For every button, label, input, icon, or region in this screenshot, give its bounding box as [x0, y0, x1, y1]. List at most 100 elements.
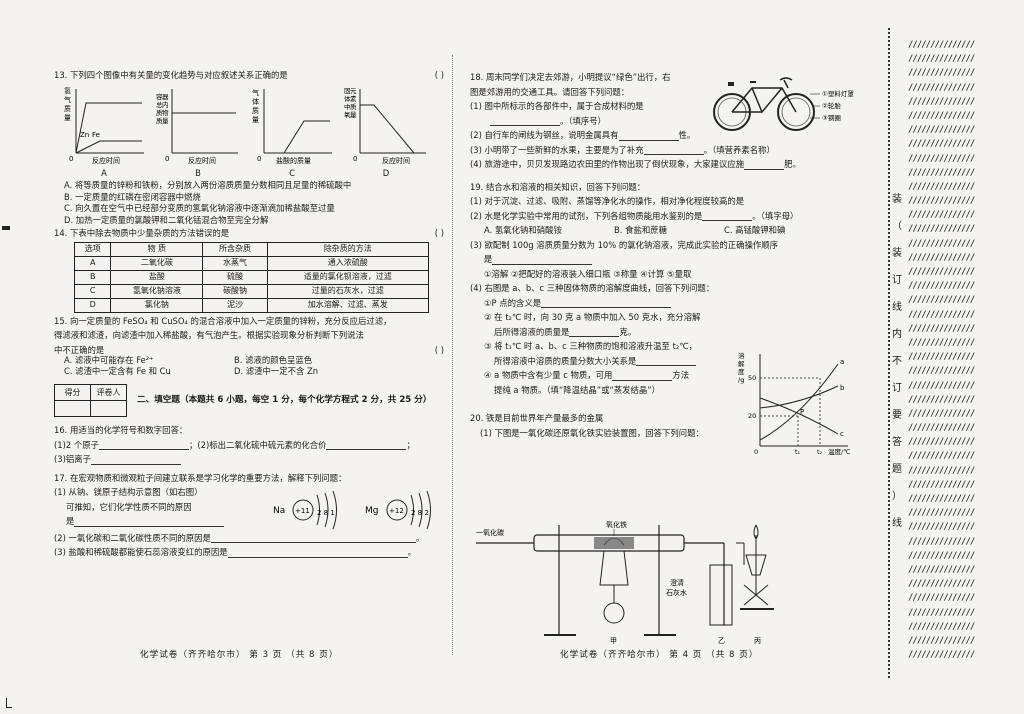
q17-s1: (1) 从钠、镁原子结构示意图（如右图）	[54, 487, 203, 497]
q14-stem: 14. 下表中除去物质中少量杂质的方法错误的是	[54, 228, 230, 238]
origin-label: 0	[754, 448, 758, 456]
binding-char: 题	[892, 464, 902, 475]
question-20: 20. 铁是目前世界年产量最多的金属 (1) 下图是一氧化碳还原氧化铁实验装置图…	[470, 413, 870, 438]
q17-s1c: 是	[66, 516, 75, 526]
hatch-line: ///////////////	[908, 196, 975, 207]
answer-blank[interactable]	[636, 365, 697, 366]
hatch-line: ///////////////	[908, 40, 975, 50]
table-row: D 氯化钠 泥沙 加水溶解、过滤、蒸发	[73, 297, 430, 313]
hatch-line: ///////////////	[908, 337, 975, 348]
q19-s4a: ①P 点的含义是	[484, 297, 542, 308]
q18-s3b: 。（填营养素名称）	[703, 144, 775, 155]
table-header: 所含杂质	[202, 241, 268, 257]
table-row: A 二氧化碳 水蒸气 通入浓硫酸	[73, 255, 430, 271]
q16-sep: ；	[406, 439, 415, 450]
hatch-line: ///////////////	[908, 281, 975, 292]
question-18: 18. 周末同学们决定去郊游，小明提议“绿色”出行，右 图是郊游用的交通工具。请…	[470, 72, 870, 170]
q13-option-b: B. 一定质量的红磷在密闭容器中燃烧	[64, 191, 201, 202]
graph-b-xlabel: 反应时间	[188, 156, 216, 165]
hatch-line: ///////////////	[908, 153, 975, 164]
score-cell[interactable]	[54, 400, 91, 417]
hatch-line: ///////////////	[908, 54, 975, 65]
curve-a-label: a	[840, 358, 844, 366]
hatch-line: ///////////////	[908, 125, 975, 136]
na-symbol: Na	[273, 506, 285, 516]
answer-blank[interactable]	[541, 307, 672, 308]
graph-b-letter: B	[195, 167, 201, 178]
q20-stem: 20. 铁是目前世界年产量最多的金属	[470, 413, 604, 423]
hatch-line: ///////////////	[908, 139, 975, 150]
hatch-line: ///////////////	[908, 167, 975, 178]
q19-s4: (4) 右图是 a、b、c 三种固体物质的溶解度曲线，回答下列问题：	[470, 283, 715, 293]
q19-s4d2: 方法	[672, 370, 690, 380]
sol-ylabel: 溶解度/g	[738, 351, 745, 384]
q17-s2: (2) 一氧化碳和二氧化碳性质不同的原因是	[54, 532, 211, 543]
q17-s3: (3) 盐酸和稀硫酸都能使石蕊溶液变红的原因是	[54, 547, 228, 557]
hatch-line: ///////////////	[908, 479, 975, 490]
point-p-label: P	[800, 408, 804, 416]
page-4: 18. 周末同学们决定去郊游，小明提议“绿色”出行，右 图是郊游用的交通工具。请…	[470, 72, 870, 442]
q16-stem: 16. 用适当的化学符号和数字回答：	[54, 425, 188, 435]
co-reduction-apparatus: 一氧化碳 氧化铁 澄清石灰水 甲 乙 丙	[476, 520, 774, 645]
answer-blank[interactable]	[492, 263, 593, 265]
table-cell: D	[73, 297, 112, 313]
answer-blank[interactable]	[98, 449, 189, 450]
hatch-line: ///////////////	[908, 522, 975, 533]
hatch-line: ///////////////	[908, 267, 975, 277]
apparatus-jia: 甲	[610, 637, 617, 645]
binding-line	[888, 28, 902, 678]
answer-blank[interactable]	[612, 379, 673, 381]
fe2o3-label: 氧化铁	[606, 520, 627, 529]
scan-mark	[2, 226, 10, 230]
q15-stem: 15. 向一定质量的 FeSO₄ 和 CuSO₄ 的混合溶液中加入一定质量的锌粉…	[54, 315, 392, 326]
t1-label: t₁	[795, 448, 801, 456]
q19-option-a: A. 氢氧化钠和硝酸铵	[484, 225, 562, 235]
question-19: 19. 结合水和溶液的相关知识，回答下列问题： (1) 对于沉淀、过滤、吸附、蒸…	[470, 182, 870, 396]
binding-char: 不	[892, 356, 902, 367]
answer-blank[interactable]	[74, 525, 225, 527]
answer-blank[interactable]	[326, 449, 407, 450]
table-cell: 硫酸	[202, 269, 268, 285]
mg-nucleus: +12	[389, 507, 404, 515]
q18-s3: (3) 小明带了一些新鲜的水果，主要是为了补充	[470, 144, 644, 155]
apparatus-bing: 丙	[754, 637, 761, 645]
hatch-line: ///////////////	[908, 579, 975, 590]
answer-blank[interactable]	[490, 125, 560, 126]
question-16: 16. 用适当的化学符号和数字回答： (1)2 个原子；(2)标出二氧化硫中硫元…	[54, 425, 444, 465]
table-row: C 氢氧化钠溶液 碳酸钠 过量的石灰水，过滤	[73, 283, 430, 299]
table-cell: A	[73, 255, 112, 271]
answer-blank[interactable]	[210, 542, 416, 543]
q18-s4b: 肥。	[784, 159, 801, 169]
answer-blank[interactable]	[569, 336, 620, 337]
q13-stem: 13. 下列四个图像中有关量的变化趋势与对应叙述关系正确的是	[54, 70, 288, 80]
grader-cell[interactable]	[90, 400, 127, 417]
atom-structure-diagram: Na +11 2 8 1 Mg +12 2 8 2	[273, 490, 431, 529]
q19-s1: (1) 对于沉淀、过滤、吸附、蒸馏等净化水的操作，相对净化程度较高的是	[470, 196, 745, 206]
q15-option-a: A. 滤液中可能存在 Fe²⁺	[64, 355, 154, 365]
hatch-line: ///////////////	[908, 394, 975, 405]
q16-part1: (1)2 个原子	[54, 439, 99, 450]
page-footer: 化学试卷（齐齐哈尔市） 第 3 页 （共 8 页）	[140, 650, 339, 660]
page-footer: 化学试卷（齐齐哈尔市） 第 4 页 （共 8 页）	[560, 650, 759, 660]
co-label: 一氧化碳	[476, 528, 504, 537]
answer-blank[interactable]	[744, 168, 785, 170]
binding-char: 线	[892, 302, 902, 313]
table-cell: 氢氧化钠溶液	[110, 283, 204, 299]
answer-blank[interactable]	[618, 139, 679, 141]
answer-blank[interactable]	[227, 556, 408, 558]
answer-blank[interactable]	[702, 220, 753, 221]
hatch-line: ///////////////	[908, 252, 975, 263]
solubility-curve-chart: 溶解度/g 50 20 a b c P 0 t₁ t₂ 温度/℃	[738, 351, 851, 456]
graph-a: 氢气质量 Zn Fe 0 反应时间 A	[60, 85, 148, 179]
q18-s4: (4) 旅游途中，贝贝发现路边农田里的作物出现了倒伏现象，大家建议应施	[470, 159, 745, 169]
answer-blank[interactable]	[643, 154, 704, 155]
answer-blank[interactable]	[91, 463, 181, 465]
q13-option-a: A. 将等质量的锌粉和铁粉，分别放入两份溶质质量分数相同且足量的稀硫酸中	[64, 180, 352, 190]
graph-a-xlabel: 反应时间	[92, 156, 120, 165]
q19-s4b: ② 在 t₂℃ 时，向 30 克 a 物质中加入 50 克水，充分溶解	[484, 312, 701, 322]
bike-label-lamp: ①塑料灯罩	[822, 89, 854, 98]
hatch-line: ///////////////	[908, 536, 975, 547]
q19-s2: (2) 水是化学实验中常用的试剂，下列各组物质能用水鉴别的是	[470, 210, 703, 221]
graph-d-xlabel: 反应时间	[382, 156, 410, 165]
q19-s3: (3) 欲配制 100g 溶质质量分数为 10% 的氯化钠溶液，完成此实验的正确…	[470, 239, 778, 250]
